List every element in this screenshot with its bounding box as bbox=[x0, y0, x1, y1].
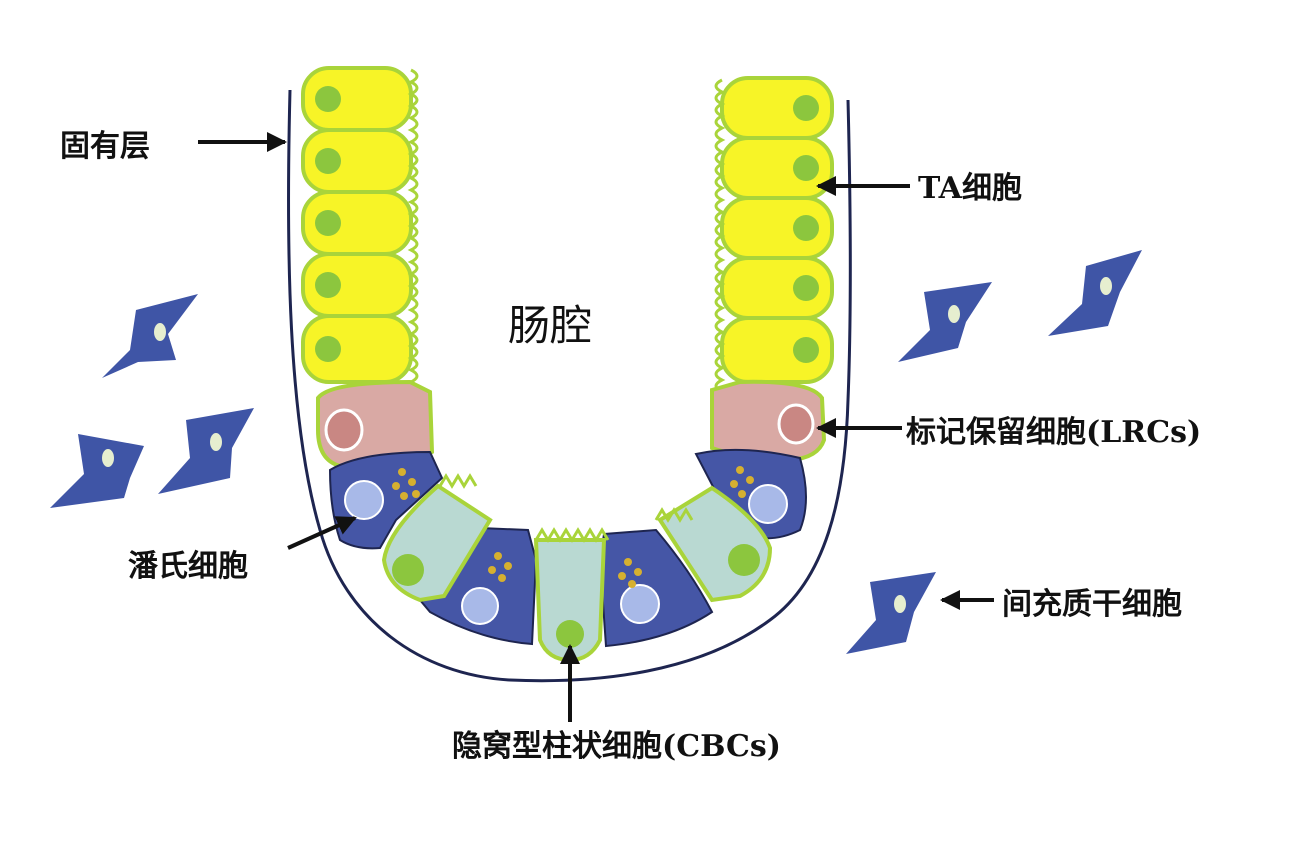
ta-nucleus bbox=[793, 215, 819, 241]
cbc-nucleus bbox=[728, 544, 760, 576]
ta-nucleus bbox=[315, 272, 341, 298]
ta-nucleus bbox=[793, 155, 819, 181]
ta-nucleus bbox=[793, 337, 819, 363]
ta-nucleus bbox=[315, 86, 341, 112]
label-paneth: 潘氏细胞 bbox=[128, 549, 248, 584]
cbc-nucleus bbox=[556, 620, 584, 648]
label-lrcs: 标记保留细胞(LRCs) bbox=[906, 415, 1201, 450]
arrow-paneth bbox=[287, 516, 357, 550]
mesenchymal-cell bbox=[1048, 250, 1142, 336]
paneth-cell bbox=[328, 450, 444, 550]
label-mesenchymal: 间充质干细胞 bbox=[1002, 587, 1182, 622]
mesenchymal-cell bbox=[50, 434, 144, 508]
mesenchymal-cells bbox=[50, 250, 1142, 654]
cbc-nucleus bbox=[392, 554, 424, 586]
cbc-cells bbox=[381, 473, 773, 663]
ta-nucleus bbox=[315, 210, 341, 236]
ta-cell bbox=[301, 314, 413, 384]
paneth-nucleus bbox=[344, 480, 384, 520]
lrc-nucleus bbox=[777, 403, 815, 445]
mesenchymal-cell bbox=[158, 408, 254, 494]
paneth-nucleus bbox=[748, 484, 788, 524]
ta-nucleus bbox=[315, 336, 341, 362]
label-cbcs: 隐窝型柱状细胞(CBCs) bbox=[452, 729, 781, 764]
label-ta-cells: TA细胞 bbox=[918, 171, 1022, 206]
label-lamina-propria: 固有层 bbox=[60, 129, 150, 164]
label-lumen: 肠腔 bbox=[508, 301, 592, 350]
ta-cells-left bbox=[301, 66, 419, 384]
ta-cells-right bbox=[714, 76, 834, 394]
cbc-microvilli bbox=[438, 473, 694, 543]
ta-nucleus bbox=[315, 148, 341, 174]
paneth-granules bbox=[392, 466, 754, 588]
paneth-nucleus bbox=[461, 587, 499, 625]
mesenchymal-cell bbox=[898, 282, 992, 362]
lamina-propria-outline bbox=[286, 89, 852, 683]
paneth-nucleus bbox=[620, 584, 660, 624]
microvilli-left bbox=[407, 68, 419, 384]
microvilli-right bbox=[714, 78, 726, 394]
mesenchymal-cell bbox=[846, 572, 936, 654]
ta-nucleus bbox=[793, 95, 819, 121]
mesenchymal-cell bbox=[102, 294, 198, 378]
ta-nucleus bbox=[793, 275, 819, 301]
lrc-cells bbox=[316, 379, 827, 469]
paneth-cells bbox=[328, 448, 807, 648]
lrc-nucleus bbox=[324, 408, 364, 452]
label-arrows bbox=[198, 132, 994, 722]
